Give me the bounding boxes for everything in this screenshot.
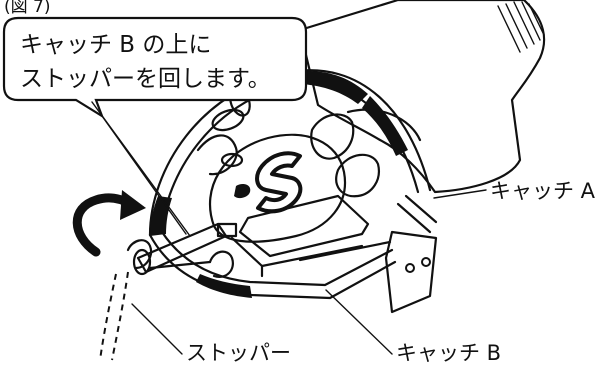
label-catch-a: キャッチ A bbox=[490, 179, 596, 203]
callout-box: キャッチ B の上に ストッパーを回します。 bbox=[2, 16, 308, 119]
callout-line-2: ストッパーを回します。 bbox=[20, 66, 271, 92]
catch-b-leader bbox=[325, 289, 393, 355]
plate-logo-icon bbox=[208, 133, 347, 243]
stopper-arm bbox=[99, 222, 238, 361]
catch-b-plate bbox=[230, 194, 392, 278]
label-stopper: ストッパー bbox=[186, 341, 291, 365]
figure-label: (図 7) bbox=[4, 0, 50, 17]
catch-a-leader bbox=[433, 189, 487, 199]
label-catch-b: キャッチ B bbox=[396, 341, 501, 365]
rotation-arrow-icon bbox=[72, 190, 146, 257]
hand-icon bbox=[298, 0, 546, 198]
stopper-leader bbox=[131, 303, 183, 355]
callout-line-1: キャッチ B の上に bbox=[20, 32, 211, 58]
